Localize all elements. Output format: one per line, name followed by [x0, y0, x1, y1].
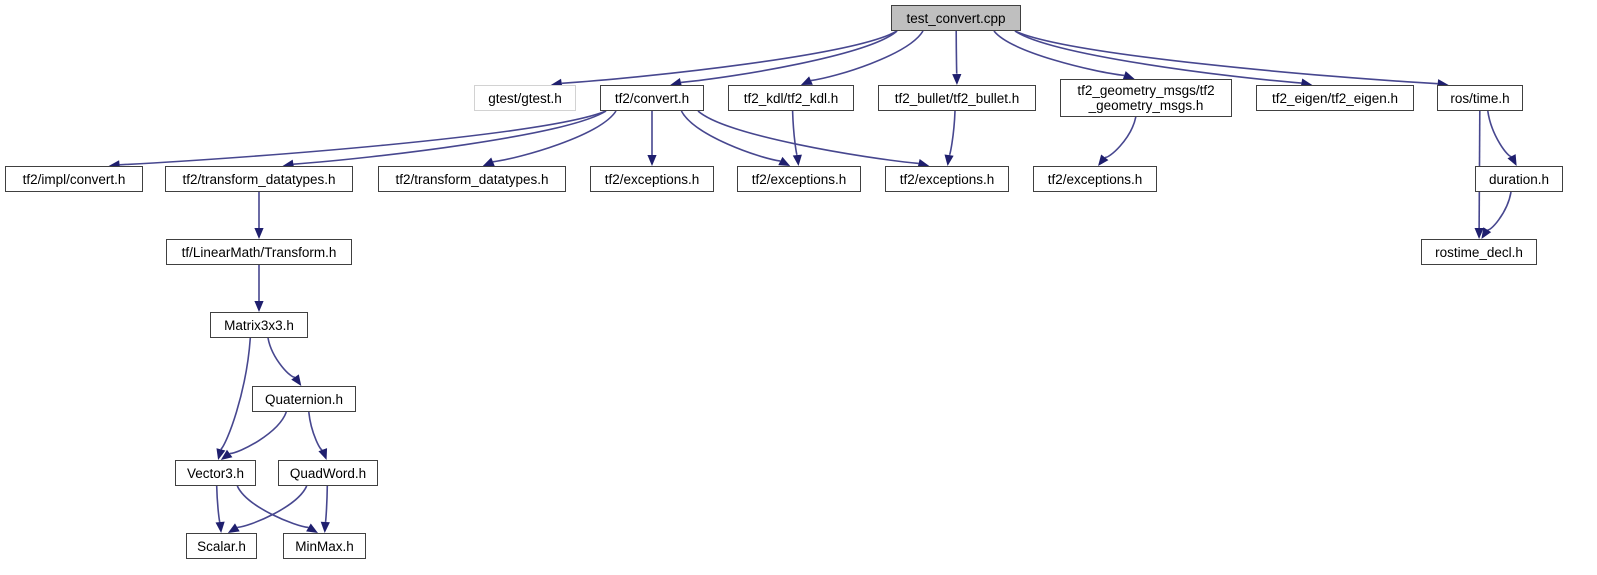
graph-node-rostime[interactable]: ros/time.h [1437, 85, 1523, 111]
graph-node-label: tf/LinearMath/Transform.h [181, 244, 337, 260]
graph-arrowhead-tf2kdl-to-exc2 [792, 154, 802, 166]
graph-arrowhead-vector3-to-minmax [306, 523, 318, 533]
graph-arrowhead-matrix3x3-to-quaternion [291, 374, 302, 386]
graph-edge-root-to-tf2geom [993, 30, 1125, 77]
graph-edge-quadword-to-scalar [237, 485, 308, 529]
graph-node-exc1[interactable]: tf2/exceptions.h [590, 166, 714, 192]
graph-node-label: ros/time.h [1450, 90, 1510, 106]
graph-node-label: tf2/convert.h [614, 90, 690, 106]
graph-edge-duration-to-rostimedecl [1486, 191, 1512, 231]
graph-edge-convert-to-implconvert [119, 110, 607, 166]
graph-node-label: Scalar.h [197, 538, 246, 554]
graph-edge-vector3-to-minmax [236, 485, 309, 529]
graph-node-label: tf2_eigen/tf2_eigen.h [1271, 90, 1399, 106]
graph-node-tf2bullet[interactable]: tf2_bullet/tf2_bullet.h [878, 85, 1036, 111]
graph-node-label: rostime_decl.h [1435, 244, 1523, 260]
graph-arrowhead-convert-to-tdatatypes2 [482, 157, 495, 167]
graph-arrowhead-matrix3x3-to-vector3 [216, 448, 226, 460]
graph-arrowhead-quaternion-to-quadword [318, 448, 328, 460]
graph-node-exc4[interactable]: tf2/exceptions.h [1033, 166, 1157, 192]
graph-node-exc2[interactable]: tf2/exceptions.h [737, 166, 861, 192]
graph-arrowhead-convert-to-exc1 [647, 155, 657, 166]
graph-arrowhead-rostime-to-duration [1507, 154, 1517, 166]
graph-arrowhead-tf2geom-to-exc4 [1098, 154, 1109, 166]
graph-node-exc3[interactable]: tf2/exceptions.h [885, 166, 1009, 192]
graph-arrowhead-duration-to-rostimedecl [1481, 227, 1492, 239]
graph-node-label: tf2/exceptions.h [899, 171, 995, 187]
graph-node-label: tf2_bullet/tf2_bullet.h [894, 90, 1020, 106]
graph-node-duration[interactable]: duration.h [1475, 166, 1563, 192]
graph-node-label: MinMax.h [295, 538, 354, 554]
graph-edge-quadword-to-minmax [324, 485, 329, 524]
graph-node-label: gtest/gtest.h [488, 90, 562, 106]
graph-arrowhead-quadword-to-minmax [320, 521, 330, 533]
graph-node-label: tf2/exceptions.h [751, 171, 847, 187]
graph-node-label: Quaternion.h [264, 391, 344, 407]
graph-edge-rostime-to-duration [1487, 110, 1513, 158]
graph-edge-tf2bullet-to-exc3 [948, 110, 956, 156]
graph-node-label: tf2/exceptions.h [604, 171, 700, 187]
graph-node-tdatatypes1[interactable]: tf2/transform_datatypes.h [165, 166, 353, 192]
graph-edge-root-to-tf2kdl [810, 30, 924, 82]
graph-node-scalar[interactable]: Scalar.h [186, 533, 257, 559]
graph-node-label: tf2_geometry_msgs/tf2 _geometry_msgs.h [1077, 83, 1215, 113]
graph-edge-convert-to-tdatatypes2 [492, 110, 617, 163]
graph-edge-convert-to-exc2 [680, 110, 781, 162]
graph-edge-quaternion-to-vector3 [229, 411, 288, 455]
graph-arrowhead-tf2bullet-to-exc3 [944, 154, 954, 166]
graph-node-vector3[interactable]: Vector3.h [175, 460, 256, 486]
graph-edge-tf2kdl-to-exc2 [791, 110, 799, 156]
graph-node-label: Vector3.h [186, 465, 245, 481]
graph-arrowhead-root-to-convert [670, 77, 683, 87]
graph-arrowhead-root-to-tf2kdl [800, 76, 813, 85]
graph-edge-root-to-gtest [561, 30, 898, 85]
graph-edge-root-to-tf2bullet [955, 30, 958, 75]
graph-node-gtest[interactable]: gtest/gtest.h [474, 85, 576, 111]
graph-arrowhead-tdatatypes1-to-transform [254, 228, 264, 239]
graph-arrowhead-convert-to-exc3 [917, 158, 930, 168]
graph-node-convert[interactable]: tf2/convert.h [600, 85, 704, 111]
graph-node-minmax[interactable]: MinMax.h [283, 533, 366, 559]
graph-node-quaternion[interactable]: Quaternion.h [252, 386, 356, 412]
graph-node-label: test_convert.cpp [906, 10, 1006, 26]
graph-arrowhead-root-to-tf2geom [1122, 71, 1135, 80]
graph-node-transform[interactable]: tf/LinearMath/Transform.h [166, 239, 352, 265]
graph-arrowhead-convert-to-exc2 [778, 156, 791, 166]
graph-node-tf2geom[interactable]: tf2_geometry_msgs/tf2 _geometry_msgs.h [1060, 79, 1232, 117]
graph-arrowhead-transform-to-matrix3x3 [254, 301, 264, 312]
graph-node-tf2eigen[interactable]: tf2_eigen/tf2_eigen.h [1256, 85, 1414, 111]
graph-node-label: QuadWord.h [289, 465, 367, 481]
graph-edge-quaternion-to-quadword [308, 411, 324, 451]
graph-edge-vector3-to-scalar [215, 485, 221, 524]
graph-edge-root-to-rostime [1014, 30, 1438, 85]
graph-node-rostimedecl[interactable]: rostime_decl.h [1421, 239, 1537, 265]
graph-arrowhead-root-to-tf2bullet [952, 73, 962, 85]
graph-edge-convert-to-exc3 [697, 110, 919, 165]
graph-arrowhead-rostime-to-rostimedecl [1474, 227, 1484, 239]
graph-node-label: tf2/transform_datatypes.h [395, 171, 549, 187]
graph-node-label: Matrix3x3.h [224, 317, 294, 333]
graph-node-label: tf2/impl/convert.h [22, 171, 126, 187]
graph-arrowhead-quaternion-to-vector3 [220, 449, 233, 460]
graph-node-quadword[interactable]: QuadWord.h [278, 460, 378, 486]
graph-edge-tf2geom-to-exc4 [1104, 116, 1137, 159]
graph-node-tdatatypes2[interactable]: tf2/transform_datatypes.h [378, 166, 566, 192]
graph-arrowhead-vector3-to-scalar [215, 521, 225, 533]
graph-edge-matrix3x3-to-quaternion [267, 337, 296, 378]
graph-node-implconvert[interactable]: tf2/impl/convert.h [5, 166, 143, 192]
graph-edge-root-to-tf2eigen [1014, 30, 1302, 84]
graph-node-label: tf2_kdl/tf2_kdl.h [743, 90, 839, 106]
graph-node-label: duration.h [1488, 171, 1550, 187]
graph-node-tf2kdl[interactable]: tf2_kdl/tf2_kdl.h [728, 85, 854, 111]
graph-node-label: tf2/exceptions.h [1047, 171, 1143, 187]
graph-edge-convert-to-tdatatypes1 [293, 110, 607, 165]
graph-node-root[interactable]: test_convert.cpp [891, 5, 1021, 31]
graph-node-label: tf2/transform_datatypes.h [182, 171, 336, 187]
graph-arrowhead-quadword-to-scalar [227, 523, 240, 533]
graph-edge-matrix3x3-to-vector3 [220, 337, 252, 450]
graph-edge-root-to-convert [680, 30, 898, 84]
graph-node-matrix3x3[interactable]: Matrix3x3.h [210, 312, 308, 338]
